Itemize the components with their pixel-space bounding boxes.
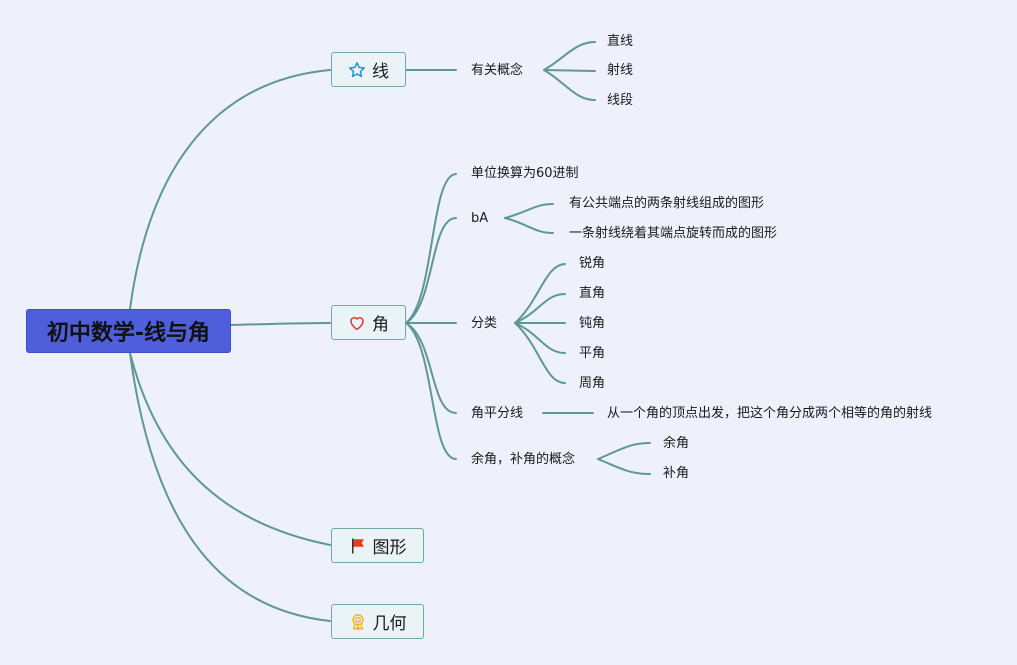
topic-angle-definition[interactable]: bA: [471, 211, 489, 226]
heart-icon: [348, 314, 366, 332]
topic-complementary-angle[interactable]: 余角: [663, 436, 690, 451]
root-topic[interactable]: 初中数学-线与角: [26, 309, 231, 353]
link-class-right: [514, 293, 566, 324]
link-angle-unit: [405, 173, 457, 324]
flag-icon: [349, 537, 367, 555]
topic-straight-line[interactable]: 直线: [607, 34, 634, 49]
branch-geometry-label: 几何: [372, 614, 407, 634]
link-class-round: [514, 322, 566, 384]
link-class-straight: [514, 322, 566, 354]
topic-definition-1[interactable]: 有公共端点的两条射线组成的图形: [569, 196, 765, 211]
branch-figure-label: 图形: [372, 538, 407, 558]
link-def-2: [504, 217, 554, 234]
branch-line[interactable]: 线: [331, 52, 406, 87]
branch-geometry[interactable]: 几何: [331, 604, 424, 639]
root-topic-label: 初中数学-线与角: [46, 321, 211, 346]
topic-bisector-definition[interactable]: 从一个角的顶点出发，把这个角分成两个相等的角的射线: [607, 406, 933, 421]
topic-right-angle[interactable]: 直角: [579, 286, 606, 301]
link-concept-segment: [543, 69, 596, 101]
award-icon: [349, 613, 367, 631]
link-def-1: [504, 203, 554, 219]
link-comp-supplementary: [597, 458, 651, 475]
link-root-angle: [230, 322, 331, 326]
link-root-geometry: [129, 352, 331, 622]
topic-angle-unit[interactable]: 单位换算为60进制: [471, 166, 579, 181]
branch-figure[interactable]: 图形: [331, 528, 424, 563]
link-angle-complement: [405, 322, 457, 460]
topic-angle-bisector[interactable]: 角平分线: [471, 406, 524, 421]
link-comp-complementary: [597, 442, 651, 460]
topic-definition-2[interactable]: 一条射线绕着其端点旋转而成的图形: [569, 226, 778, 241]
link-angle-definition: [405, 217, 457, 324]
link-concept-ray: [543, 69, 596, 72]
star-icon: [348, 61, 366, 79]
topic-straight-angle[interactable]: 平角: [579, 346, 606, 361]
topic-ray[interactable]: 射线: [607, 63, 634, 78]
link-angle-bisector: [405, 322, 457, 414]
topic-segment[interactable]: 线段: [607, 93, 634, 108]
topic-round-angle[interactable]: 周角: [579, 376, 606, 391]
link-root-line: [129, 69, 331, 310]
link-root-figure: [129, 352, 331, 546]
branch-angle[interactable]: 角: [331, 305, 406, 340]
topic-acute-angle[interactable]: 锐角: [579, 256, 606, 271]
link-class-acute: [514, 263, 566, 324]
topic-line-concept[interactable]: 有关概念: [471, 63, 524, 78]
topic-complement-supplement[interactable]: 余角，补角的概念: [471, 452, 576, 467]
topic-obtuse-angle[interactable]: 钝角: [579, 316, 606, 331]
topic-angle-classification[interactable]: 分类: [471, 316, 498, 331]
topic-supplementary-angle[interactable]: 补角: [663, 466, 690, 481]
branch-angle-label: 角: [372, 315, 389, 335]
link-concept-straight: [543, 41, 596, 71]
branch-line-label: 线: [372, 62, 389, 82]
